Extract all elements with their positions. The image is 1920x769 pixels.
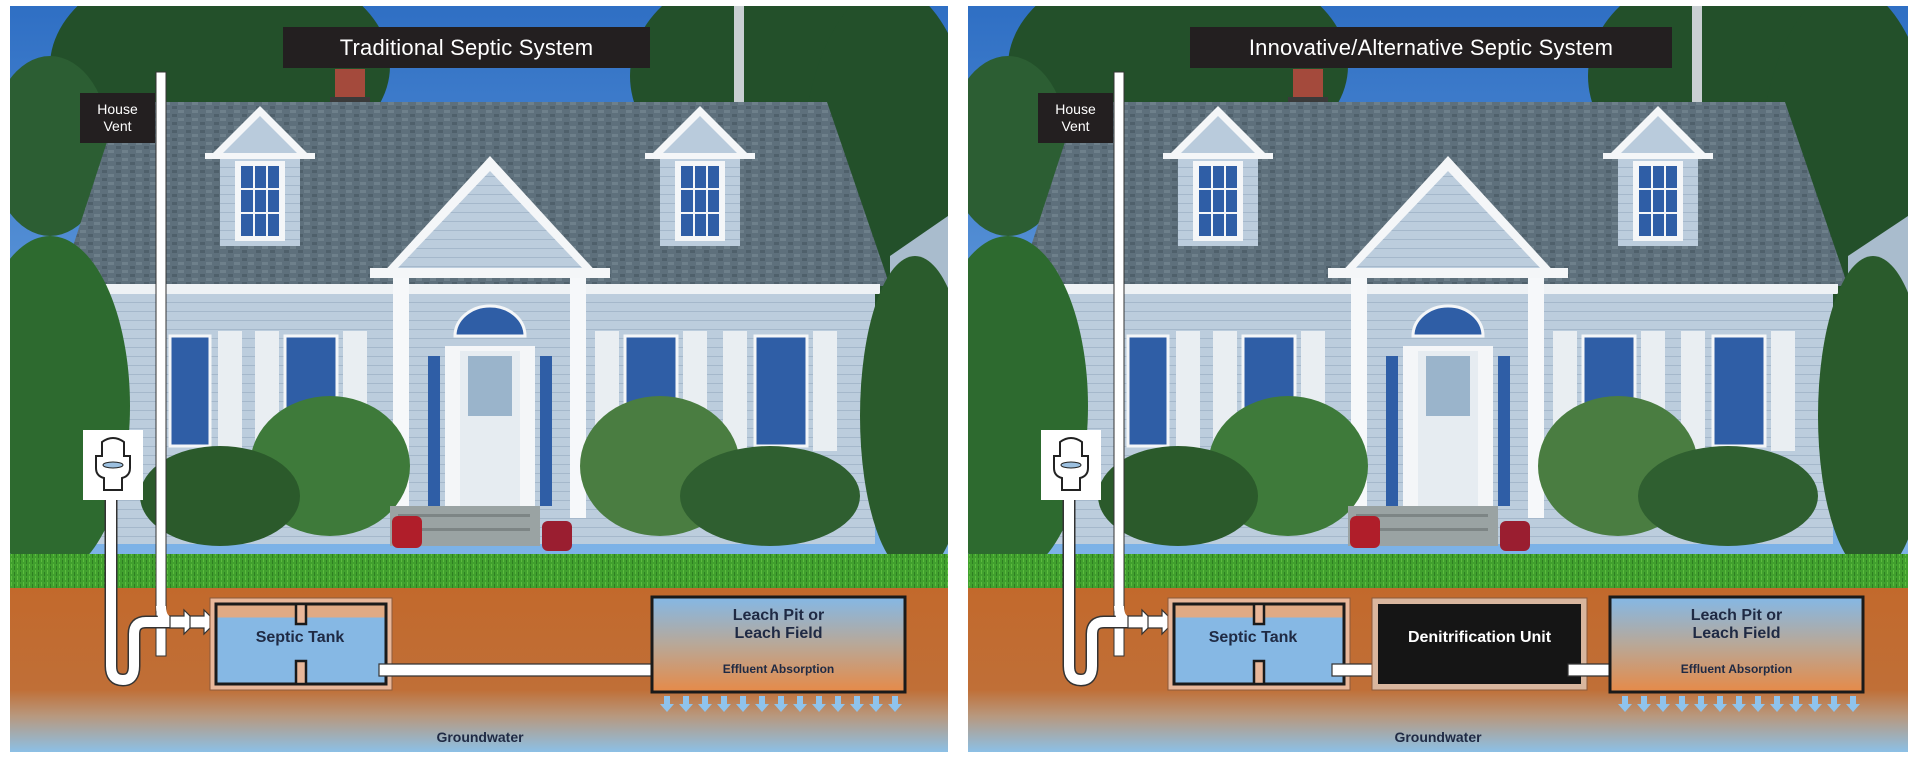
dormer-right xyxy=(645,106,755,246)
leach-line-2: Leach Field xyxy=(734,625,823,643)
house-vent-line-1: House xyxy=(97,100,138,117)
groundwater-label: Groundwater xyxy=(436,729,524,745)
leach-down-arrows xyxy=(1618,696,1860,712)
leach-line-1: Leach Pit or xyxy=(732,607,825,624)
leach-field-label: Leach Pit or Leach Field xyxy=(1610,607,1863,644)
house-vent-line-2: Vent xyxy=(1061,118,1090,134)
shrubs xyxy=(10,236,948,576)
denitrification-unit-label: Denitrification Unit xyxy=(1407,629,1552,646)
toilet-icon xyxy=(83,430,143,500)
house-vent-line-1: House xyxy=(1055,100,1096,117)
septic-tank-label: Septic Tank xyxy=(1208,629,1298,646)
panel-title: Innovative/Alternative Septic System xyxy=(1190,27,1672,68)
septic-tank-label: Septic Tank xyxy=(255,629,345,646)
shrubs xyxy=(968,236,1908,576)
house-vent-label: House Vent xyxy=(1038,93,1113,143)
dormer-left xyxy=(205,106,315,246)
panel-title: Traditional Septic System xyxy=(283,27,650,68)
leach-line-1: Leach Pit or xyxy=(1690,607,1783,624)
dormer-right xyxy=(1603,106,1713,246)
house-vent-label: House Vent xyxy=(80,93,155,143)
denitrification-unit xyxy=(1371,597,1588,691)
house-scene-illustration xyxy=(10,6,948,752)
groundwater-label: Groundwater xyxy=(1394,729,1482,745)
traditional-septic-panel: Traditional Septic System House Vent Sep… xyxy=(10,6,948,752)
leach-down-arrows xyxy=(660,696,902,712)
leach-line-2: Leach Field xyxy=(1692,625,1781,643)
leach-field-label: Leach Pit or Leach Field xyxy=(652,607,905,644)
house-vent-line-2: Vent xyxy=(103,118,132,134)
effluent-absorption-label: Effluent Absorption xyxy=(1680,662,1793,676)
innovative-septic-panel: Innovative/Alternative Septic System Hou… xyxy=(968,6,1908,752)
effluent-absorption-label: Effluent Absorption xyxy=(722,662,835,676)
septic-tank xyxy=(209,597,393,691)
house-scene-illustration xyxy=(968,6,1908,752)
septic-tank xyxy=(1167,597,1351,691)
leach-field xyxy=(650,595,907,694)
toilet-icon xyxy=(1041,430,1101,500)
dormer-left xyxy=(1163,106,1273,246)
leach-field xyxy=(1608,595,1865,694)
